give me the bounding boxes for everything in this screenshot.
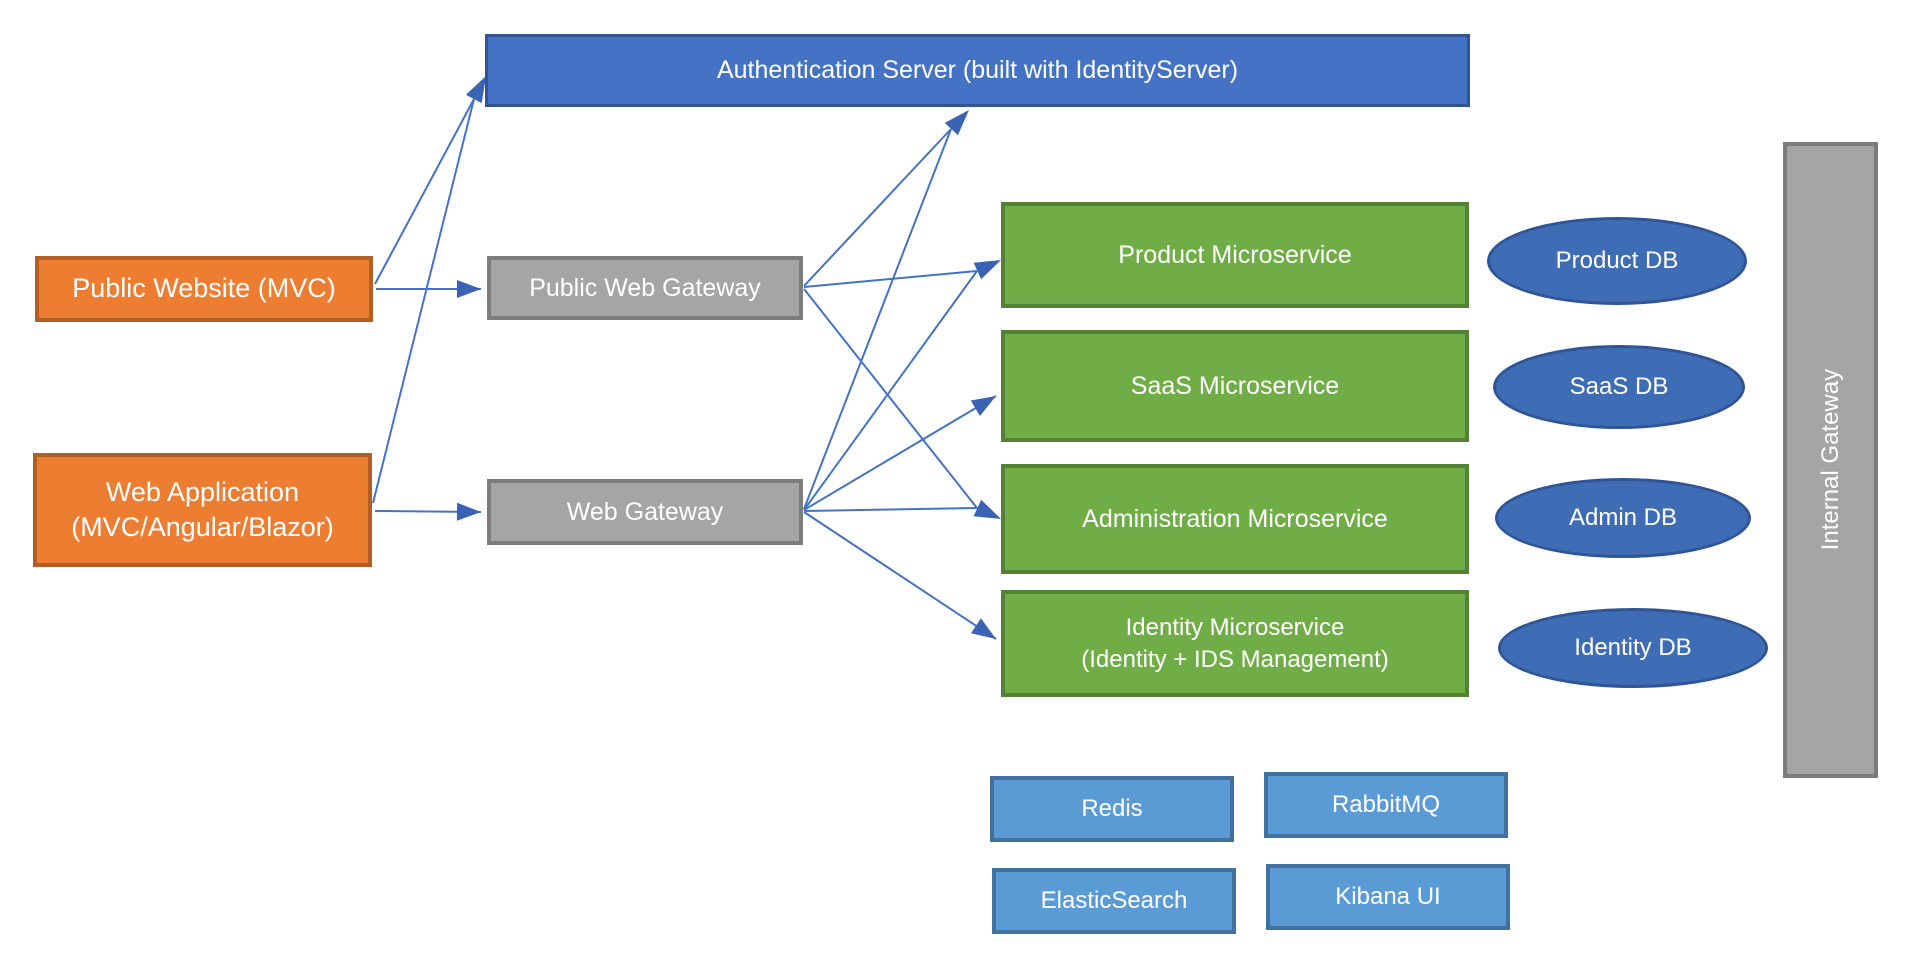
admin-db-label: Admin DB <box>1568 504 1678 532</box>
web-gateway-label: Web Gateway <box>566 497 724 526</box>
edge-web-application-to-auth-server <box>372 98 475 504</box>
arrowhead-into-auth-left <box>465 76 486 104</box>
node-public-website: Public Website (MVC) <box>35 256 373 322</box>
node-identity-db: Identity DB <box>1498 608 1768 688</box>
administration-microservice-label: Administration Microservice <box>1082 504 1388 533</box>
node-elasticsearch: ElasticSearch <box>992 868 1236 934</box>
saas-microservice-label: SaaS Microservice <box>1130 371 1340 400</box>
node-web-application: Web Application (MVC/Angular/Blazor) <box>33 453 372 567</box>
public-web-gateway-label: Public Web Gateway <box>529 273 761 302</box>
rabbitmq-label: RabbitMQ <box>1331 791 1441 819</box>
node-web-gateway: Web Gateway <box>487 479 803 545</box>
saas-db-label: SaaS DB <box>1569 373 1669 401</box>
web-application-label-line2: (MVC/Angular/Blazor) <box>71 512 334 542</box>
web-application-label-line1: Web Application <box>105 476 300 507</box>
identity-db-label: Identity DB <box>1574 634 1692 662</box>
node-redis: Redis <box>990 776 1234 842</box>
edge-web-gateway-to-identity <box>803 511 997 640</box>
edge-web-gateway-to-auth-server <box>803 128 952 510</box>
redis-label: Redis <box>1081 795 1143 823</box>
edge-public-website-to-auth-server <box>374 98 475 285</box>
product-db-label: Product DB <box>1555 247 1679 275</box>
arrowhead-into-product <box>973 260 1001 280</box>
arrowhead-into-administration <box>973 499 1001 519</box>
node-kibana-ui: Kibana UI <box>1266 864 1510 930</box>
internal-gateway-label: Internal Gateway <box>1816 369 1844 551</box>
node-saas-db: SaaS DB <box>1493 345 1745 429</box>
edge-web-application-to-web-gateway <box>374 502 482 521</box>
node-product-microservice: Product Microservice <box>1001 202 1469 308</box>
node-internal-gateway: Internal Gateway <box>1783 142 1878 778</box>
identity-microservice-label-line2: (Identity + IDS Management) <box>1081 645 1389 673</box>
node-product-db: Product DB <box>1487 217 1747 305</box>
elasticsearch-label: ElasticSearch <box>1040 887 1188 915</box>
edge-public-web-gateway-to-auth-server <box>803 128 952 287</box>
edge-public-web-gateway-to-administration <box>803 288 978 509</box>
arrowhead-into-auth-bottom <box>944 110 969 136</box>
edge-web-gateway-to-product <box>803 270 978 511</box>
node-public-web-gateway: Public Web Gateway <box>487 256 803 320</box>
node-identity-microservice: Identity Microservice (Identity + IDS Ma… <box>1001 590 1469 697</box>
node-saas-microservice: SaaS Microservice <box>1001 330 1469 442</box>
authentication-server-label: Authentication Server (built with Identi… <box>716 56 1239 85</box>
edge-web-gateway-to-saas <box>803 395 997 511</box>
node-administration-microservice: Administration Microservice <box>1001 464 1469 574</box>
public-website-label: Public Website (MVC) <box>72 273 336 304</box>
node-rabbitmq: RabbitMQ <box>1264 772 1508 838</box>
edge-public-web-gateway-to-product <box>803 270 978 288</box>
product-microservice-label: Product Microservice <box>1118 240 1352 269</box>
kibana-ui-label: Kibana UI <box>1335 883 1441 911</box>
node-authentication-server: Authentication Server (built with Identi… <box>485 34 1470 107</box>
node-admin-db: Admin DB <box>1495 478 1751 558</box>
identity-microservice-label-line1: Identity Microservice <box>1125 614 1345 642</box>
edge-web-gateway-to-administration <box>803 507 978 512</box>
